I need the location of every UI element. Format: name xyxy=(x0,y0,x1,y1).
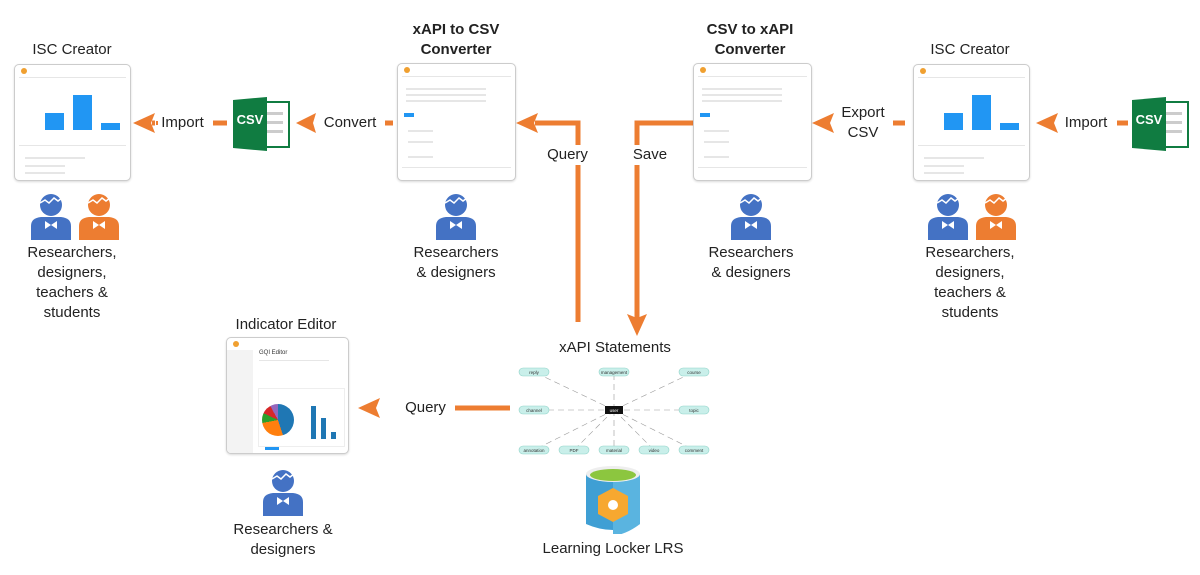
isc-left-users: Researchers,designers,teachers &students xyxy=(27,244,117,321)
graph-node-label: topic xyxy=(689,408,699,413)
query-top-label: Query xyxy=(540,145,595,165)
arrowhead-icon xyxy=(296,113,316,133)
convert-label: Convert xyxy=(323,114,377,131)
graph-center-node xyxy=(605,406,623,414)
graph-edge xyxy=(533,371,615,411)
csv-label: CSV xyxy=(1135,112,1163,127)
graph-node xyxy=(518,367,550,377)
graph-node xyxy=(638,445,670,455)
arrowhead-icon xyxy=(133,113,155,133)
graph-node xyxy=(518,445,550,455)
graph-node-label: management xyxy=(601,370,628,375)
graph-node xyxy=(518,405,550,415)
graph-node-label: PDF xyxy=(570,448,579,453)
graph-node-label: annotation xyxy=(523,448,545,453)
graph-node-label: comment xyxy=(685,448,704,453)
graph-edge xyxy=(573,409,615,451)
isc-right-screenshot xyxy=(913,64,1030,181)
isc-left-title: ISC Creator xyxy=(32,41,112,58)
graph-node xyxy=(678,367,710,377)
query-top-line xyxy=(535,120,581,322)
isc-right-users: Researchers,designers,teachers &students xyxy=(925,244,1015,321)
converter-csv-xapi-users: Researchers& designers xyxy=(708,244,794,281)
arrowhead-icon xyxy=(516,113,538,133)
graph-node-label: video xyxy=(649,448,660,453)
import-left-label: Import xyxy=(161,114,204,131)
indicator-editor-users: Researchers &designers xyxy=(233,521,333,558)
isc-left-screenshot xyxy=(14,64,131,181)
graph-node xyxy=(678,445,710,455)
converter-xapi-csv-users: Researchers& designers xyxy=(413,244,499,281)
query-bottom-label: Query xyxy=(405,399,446,416)
save-line xyxy=(634,120,695,318)
gqi-editor-heading: GQI Editor xyxy=(259,350,288,356)
graph-edge xyxy=(613,409,695,451)
isc-right-title: ISC Creator xyxy=(930,41,1010,58)
graph-node xyxy=(678,405,710,415)
converter-csv-xapi-screenshot xyxy=(693,63,812,181)
arrowhead-icon xyxy=(627,314,647,336)
converter-xapi-csv-screenshot xyxy=(397,63,516,181)
save-label: Save xyxy=(630,145,670,165)
graph-node xyxy=(598,445,630,455)
graph-edge xyxy=(613,409,655,451)
graph-node-label: material xyxy=(606,448,622,453)
graph-node-label: reply xyxy=(529,370,540,375)
export-label-line: Export xyxy=(841,104,885,121)
arrowhead-icon xyxy=(812,113,834,133)
csv-file-icon: CSV xyxy=(1132,97,1190,151)
graph-node xyxy=(598,367,630,377)
arrowhead-icon xyxy=(358,398,380,418)
graph-center-label: user xyxy=(610,408,619,413)
graph-node-label: course xyxy=(687,370,701,375)
graph-node-label: channel xyxy=(526,408,542,413)
xapi-statements-title: xAPI Statements xyxy=(559,339,671,356)
graph-edge xyxy=(533,409,615,451)
import-right-label: Import xyxy=(1064,114,1108,131)
arrowhead-icon xyxy=(1036,113,1058,133)
indicator-editor-title: Indicator Editor xyxy=(235,316,337,333)
csv-label: CSV xyxy=(236,112,264,127)
graph-edge xyxy=(613,371,695,411)
export-label-line: CSV xyxy=(847,124,879,141)
csv-file-icon: CSV xyxy=(233,97,291,151)
graph-node xyxy=(558,445,590,455)
indicator-editor-screenshot: GQI Editor xyxy=(226,337,349,454)
lrs-title: Learning Locker LRS xyxy=(542,540,684,557)
